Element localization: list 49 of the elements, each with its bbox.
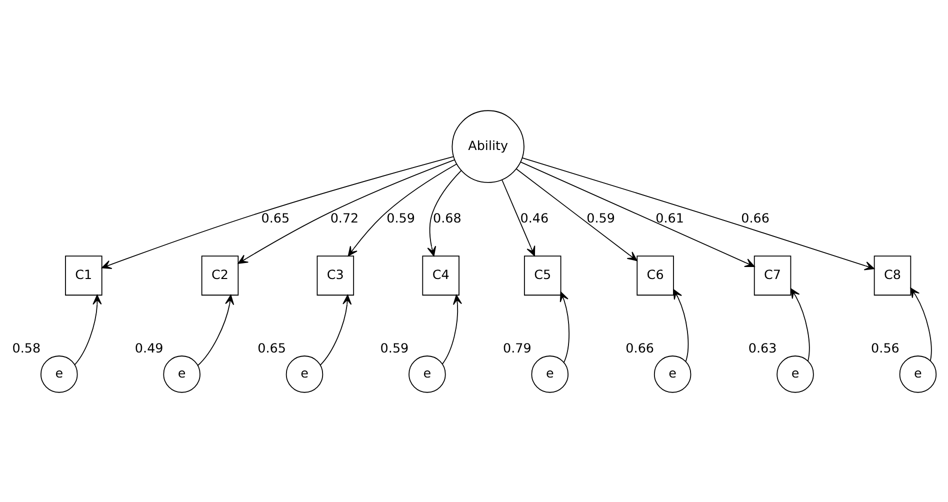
node-box: C2 [201,255,239,296]
arrow [502,178,536,256]
node-box: C3 [316,255,354,296]
node-label: 0.65 [258,340,286,356]
arrow [197,294,234,366]
arrow [442,294,462,364]
node-circle: e [654,355,692,392]
arrow [790,288,810,362]
edge-label: 0.59 [386,210,416,226]
node-box: C5 [524,255,562,296]
node-box: C6 [636,255,674,296]
edge-label: 0.65 [261,210,290,226]
edge-label: 0.72 [330,210,359,226]
arrow [427,170,462,256]
arrow [348,163,458,256]
arrow [74,294,102,365]
arrow [560,291,570,362]
node-circle: Ability [452,110,524,182]
edge-label: 0.61 [656,210,684,226]
node-label: 0.56 [871,340,900,356]
node-circle: e [163,355,200,392]
node-label: 0.59 [380,340,409,356]
node-label: 0.49 [134,340,164,356]
node-circle: e [531,355,569,392]
arrow [238,158,455,264]
edge-label: 0.46 [520,210,549,226]
edge-label: 0.68 [433,210,462,226]
edge-label: 0.59 [586,210,615,226]
node-label: 0.63 [748,340,777,356]
node-label: 0.58 [12,340,41,356]
node-label: 0.66 [626,340,654,356]
arrow [520,161,755,267]
node-circle: e [40,355,78,392]
arrow [320,294,352,365]
arrow [101,156,454,268]
node-box: C8 [874,255,912,296]
node-circle: e [776,355,814,392]
node-circle: e [286,355,324,392]
node-circle: e [408,355,446,392]
node-label: 0.79 [503,340,532,356]
arrow [910,287,932,361]
arrow [673,288,689,362]
node-box: C4 [422,255,460,296]
edge-label: 0.66 [741,210,770,226]
node-box: C7 [754,255,792,296]
arrow [516,168,638,261]
arrow [522,156,875,270]
node-circle: e [899,355,937,392]
node-box: C1 [65,255,102,296]
